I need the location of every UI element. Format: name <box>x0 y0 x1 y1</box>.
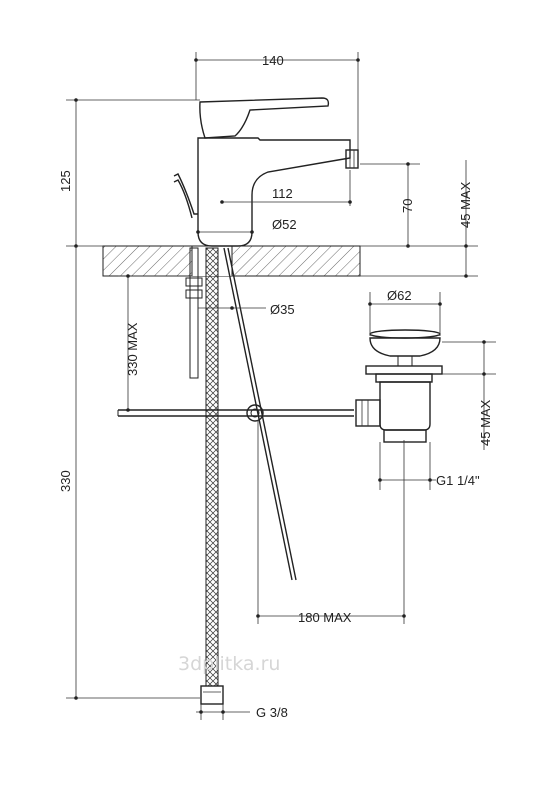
dim-width-top: 140 <box>262 53 284 68</box>
watermark: 3dplitka.ru <box>178 653 280 675</box>
dim-hose-length: 330 <box>58 470 73 492</box>
threaded-stud <box>185 247 203 379</box>
dim-hose-thread: G 3/8 <box>256 705 288 720</box>
pop-up-rod <box>117 247 354 581</box>
countertop-section <box>102 245 361 277</box>
dim-deck-max: 45 MAX <box>458 181 473 228</box>
mixer-body <box>173 97 359 247</box>
waste-assembly <box>355 329 443 443</box>
dim-spout-height: 70 <box>400 199 415 213</box>
dim-rod-max: 180 MAX <box>298 610 352 625</box>
dimension-lines <box>66 52 496 720</box>
dim-waste-max: 45 MAX <box>478 399 493 446</box>
dim-base-diameter: Ø52 <box>272 217 297 232</box>
dim-waste-diameter: Ø62 <box>387 288 412 303</box>
dim-hole-diameter: Ø35 <box>270 302 295 317</box>
dim-below-deck-max: 330 MAX <box>125 322 140 376</box>
dim-waste-thread: G1 1/4" <box>436 473 480 488</box>
dim-height-left: 125 <box>58 170 73 192</box>
dim-spout-reach: 112 <box>272 186 293 201</box>
flexible-hose <box>200 247 224 705</box>
